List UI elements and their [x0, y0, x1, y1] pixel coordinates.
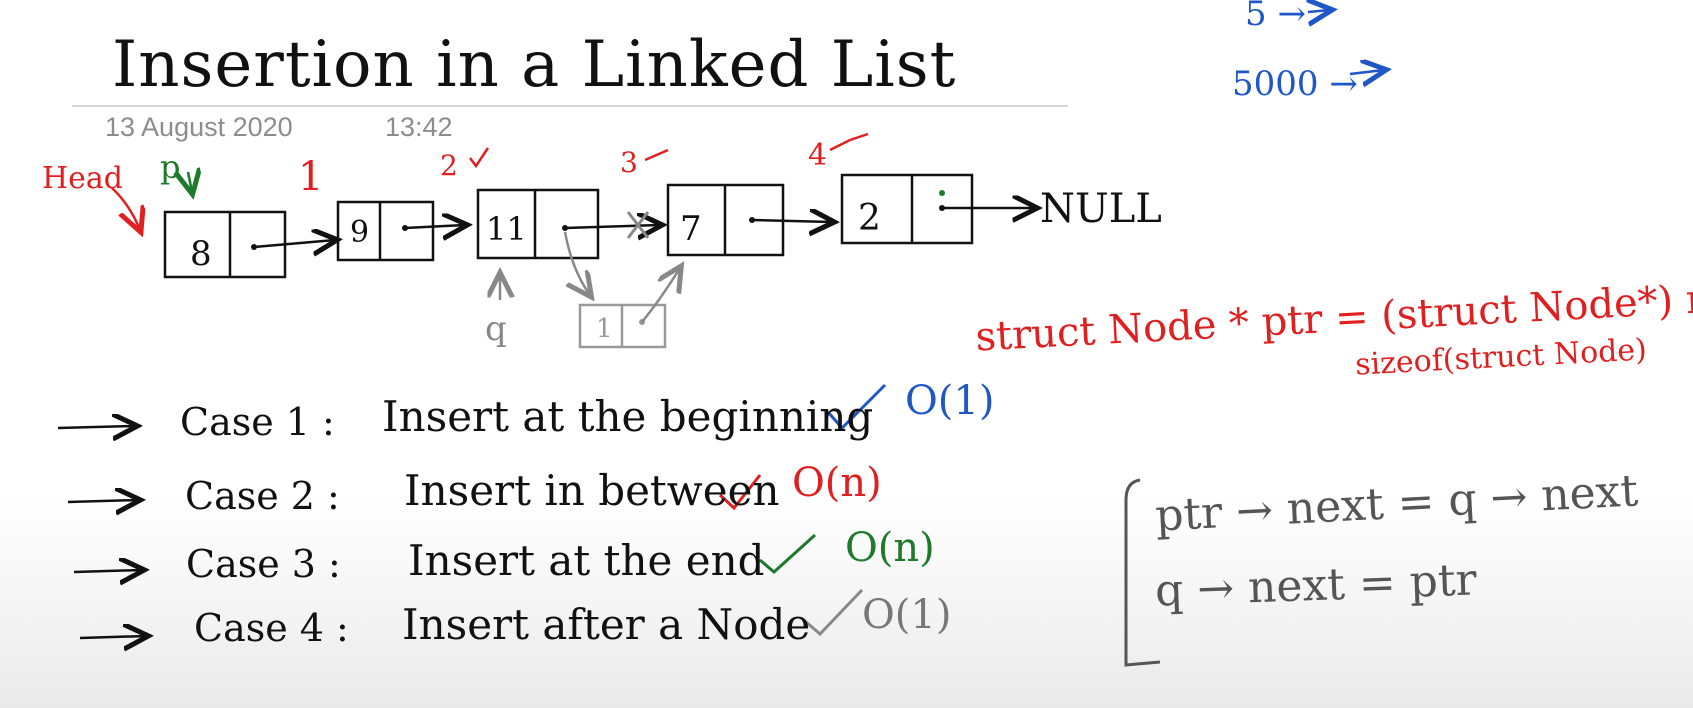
next-arrow [751, 220, 832, 222]
case-1-label: Case 1 : [180, 400, 335, 444]
check-mark [718, 474, 762, 511]
case-1-arrow [57, 426, 135, 428]
corner-arrow [1349, 70, 1384, 74]
check-mark [805, 588, 864, 637]
head-label: Head [42, 161, 123, 196]
new-node: 1 [578, 303, 667, 349]
case-4-text: Insert after a Node [402, 600, 811, 649]
check-mark [644, 148, 669, 162]
title-underline [72, 105, 1068, 107]
new-next-arrow [641, 268, 680, 323]
case-2-text: Insert in between [404, 466, 780, 515]
note-date: 13 August 2020 [105, 112, 293, 142]
node-value: 11 [486, 210, 527, 248]
node-value: 7 [680, 209, 702, 249]
head-arrow [111, 187, 140, 230]
check-mark [469, 147, 490, 169]
next-arrow [564, 225, 660, 228]
removed-link-cross [626, 211, 650, 239]
node-value: 8 [190, 234, 212, 274]
case-3-arrow [73, 570, 142, 572]
case-2-complexity: O(n) [792, 460, 882, 506]
case-1-complexity: O(1) [905, 378, 995, 424]
null-label: NULL [1040, 186, 1162, 232]
note-time: 13:42 [385, 112, 453, 142]
case-2-arrow [67, 500, 138, 502]
node-value: 9 [350, 215, 369, 250]
node-9: 9 [336, 200, 435, 262]
node-value: 2 [858, 198, 881, 239]
node-number-2: 2 [440, 149, 458, 182]
check-mark [826, 383, 887, 431]
node-number-4: 4 [808, 138, 827, 173]
code-bracket [1124, 478, 1161, 667]
case-3-complexity: O(n) [845, 525, 935, 571]
case-2-label: Case 2 : [185, 474, 340, 518]
next-arrow [253, 240, 335, 247]
corner-note-2: 5000 → [1232, 64, 1358, 104]
p-arrow [188, 172, 192, 192]
node-value: 1 [596, 314, 613, 344]
next-arrow [404, 225, 465, 228]
node-number-1: 1 [298, 154, 323, 200]
case-4-label: Case 4 : [194, 606, 349, 650]
page-title: Insertion in a Linked List [112, 28, 957, 102]
case-3-label: Case 3 : [186, 542, 341, 586]
node-number-3: 3 [620, 146, 638, 179]
check-mark [759, 533, 817, 574]
corner-note-1: 5 → [1245, 0, 1306, 34]
corner-arrow [1308, 10, 1330, 12]
case-4-complexity: O(1) [862, 592, 952, 638]
p-label: p [160, 148, 180, 186]
q-label: q [485, 309, 507, 349]
q-next-to-new-arrow [563, 231, 590, 295]
node-11: 11 [476, 188, 600, 260]
case-3-text: Insert at the end [408, 536, 765, 585]
check-mark [829, 132, 869, 152]
case-4-arrow [79, 636, 146, 638]
case-1-text: Insert at the beginning [382, 392, 874, 441]
node-8: 8 [163, 210, 287, 279]
